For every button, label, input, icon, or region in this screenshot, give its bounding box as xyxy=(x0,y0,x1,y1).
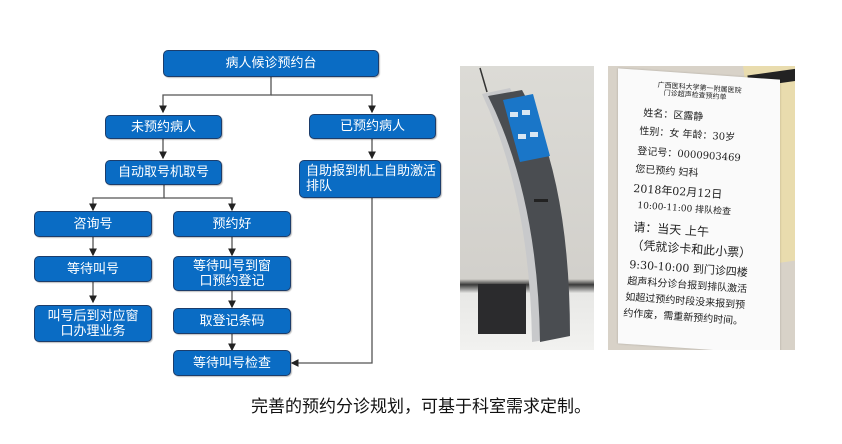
connector-root-split xyxy=(159,77,272,114)
node-root: 病人候诊预约台 xyxy=(163,50,379,77)
kiosk-screen xyxy=(503,94,550,162)
ticket-photo: 广西医科大学第一附属医院门诊超声检查预约单姓名：区露静性别：女 年龄：30岁登记… xyxy=(608,66,795,350)
node-consult: 咨询号 xyxy=(34,211,152,237)
kiosk-photo xyxy=(460,66,594,350)
caption: 完善的预约分诊规划，可基于科室需求定制。 xyxy=(251,397,591,417)
connector-root-booked xyxy=(271,94,376,114)
node-wait-call: 等待叫号 xyxy=(34,256,152,282)
node-wait-exam: 等待叫号检查 xyxy=(173,350,291,376)
node-auto-ticket: 自动取号机取号 xyxy=(105,160,222,185)
kiosk-illustration xyxy=(478,67,570,342)
connector-auto-appt xyxy=(164,197,236,212)
node-self-checkin: 自助报到机上自助激活排队 xyxy=(299,160,441,198)
connector-auto-split xyxy=(89,184,165,212)
node-wait-window-register: 等待叫号到窗口预约登记 xyxy=(173,256,291,291)
node-go-window: 叫号后到对应窗口办理业务 xyxy=(34,305,152,342)
node-unbooked: 未预约病人 xyxy=(105,115,222,139)
node-appointment-done: 预约好 xyxy=(173,211,291,237)
node-get-barcode: 取登记条码 xyxy=(173,308,291,334)
connector-checkin-exam xyxy=(290,197,373,367)
node-booked: 已预约病人 xyxy=(309,114,436,139)
